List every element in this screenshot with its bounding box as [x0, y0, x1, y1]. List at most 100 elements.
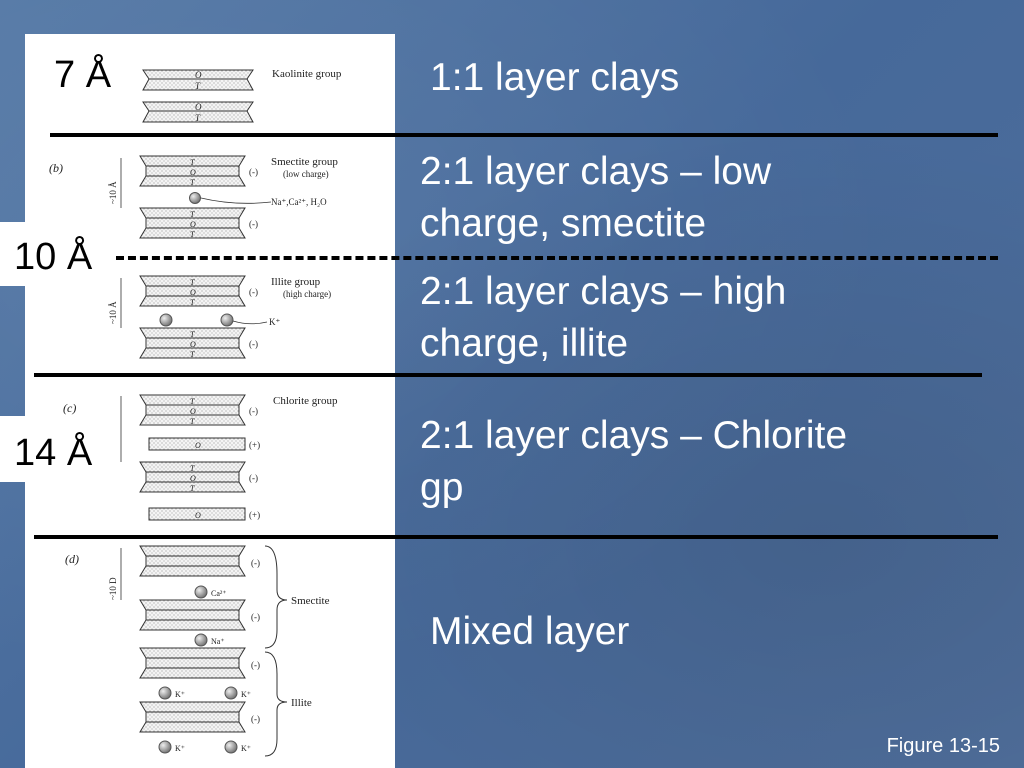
heading-chlorite-line1: 2:1 layer clays – Chlorite [420, 414, 848, 457]
potassium-ion-icon [158, 740, 172, 754]
clay-structure-diagram: O T O T Kaolinite group (b) Smectite gro… [49, 68, 342, 757]
mixed-charge-2: (-) [251, 612, 260, 622]
layer-t: T [195, 81, 201, 91]
svg-text:O: O [195, 511, 201, 520]
mixed-tot-4 [139, 701, 246, 733]
spacing-7a-text: 7 Å [54, 54, 112, 96]
separator-rule-2 [34, 373, 982, 377]
clay-figure-panel: O T O T Kaolinite group (b) Smectite gro… [25, 34, 395, 768]
hydroxide-interlayer [148, 507, 246, 521]
svg-text:O: O [190, 288, 196, 297]
mixed-layer-structure: (d) (-) Ca²⁺ (-) Na⁺ (-) [65, 545, 330, 757]
calcium-ion-icon [194, 585, 208, 599]
separator-dashed-10a [116, 256, 998, 260]
smectite-subtitle: (low charge) [283, 169, 329, 179]
smectite-structure: (b) Smectite group (low charge) T O T (-… [49, 155, 338, 239]
potassium-ion-icon [220, 313, 234, 327]
kaolinite-structure: O T O T Kaolinite group [142, 68, 342, 123]
chlorite-tot-2: T O T [139, 461, 246, 493]
mixed-tot-3 [139, 647, 246, 679]
illite-charge-1: (-) [249, 287, 258, 297]
illite-tot-1: T O T [139, 275, 246, 307]
figure-caption: Figure 13-15 [886, 735, 1000, 757]
ion-k-label: K⁺ [175, 744, 185, 753]
layer-t: T [195, 113, 201, 123]
svg-text:O: O [190, 340, 196, 349]
heading-chlorite-line2: gp [420, 466, 464, 509]
kaolinite-layer-2: O T [142, 101, 254, 123]
illite-charge-2: (-) [249, 339, 258, 349]
smectite-spacing: ~10 Å [108, 181, 118, 204]
chlorite-title: Chlorite group [273, 395, 338, 407]
ion-na-label: Na⁺ [211, 637, 225, 646]
potassium-ion-icon [224, 686, 238, 700]
ion-k-label: K⁺ [241, 690, 251, 699]
potassium-ion-icon [224, 740, 238, 754]
smectite-tot-2: T O T [139, 207, 246, 239]
mixed-tot-2 [139, 599, 246, 631]
layer-o: O [195, 102, 202, 112]
illite-subtitle: (high charge) [283, 289, 331, 299]
illite-tot-2: T O T [139, 327, 246, 359]
illite-brace [264, 651, 288, 757]
heading-smectite-line2: charge, smectite [420, 202, 707, 245]
part-d-label: (d) [65, 552, 79, 566]
mixed-charge-3: (-) [251, 660, 260, 670]
spacing-label-14a: 14 Å [0, 416, 116, 482]
heading-illite-line1: 2:1 layer clays – high [420, 270, 787, 313]
spacing-14a-text: 14 Å [14, 432, 93, 474]
layer-o: O [195, 70, 202, 80]
ion-ca-label: Ca²⁺ [211, 589, 227, 598]
svg-text:O: O [195, 441, 201, 450]
potassium-ion-icon [159, 313, 173, 327]
smectite-interlayer: Na⁺,Ca²⁺, H₂O [271, 197, 327, 207]
chlorite-charge-pos-1: (+) [249, 440, 260, 450]
illite-title: Illite group [271, 276, 321, 288]
svg-text:O: O [190, 407, 196, 416]
chlorite-charge-neg-2: (-) [249, 473, 258, 483]
chlorite-charge-neg-1: (-) [249, 406, 258, 416]
chlorite-charge-pos-2: (+) [249, 510, 260, 520]
svg-text:T: T [190, 397, 195, 406]
illite-interlayer: K⁺ [269, 317, 280, 327]
heading-chlorite: 2:1 layer clays – Chlorite gp [420, 410, 847, 514]
kaolinite-title: Kaolinite group [272, 68, 342, 80]
illite-spacing: ~10 Å [108, 301, 118, 324]
svg-text:T: T [190, 464, 195, 473]
svg-text:T: T [190, 298, 195, 307]
heading-kaolinite: 1:1 layer clays [430, 52, 679, 104]
mixed-spacing: ~10 D [108, 577, 118, 600]
svg-text:T: T [190, 178, 195, 187]
svg-text:T: T [190, 484, 195, 493]
interlayer-cation-icon [189, 192, 201, 204]
ion-k-label: K⁺ [175, 690, 185, 699]
smectite-charge-1: (-) [249, 167, 258, 177]
svg-text:T: T [190, 278, 195, 287]
separator-rule-3 [34, 535, 998, 539]
brace-smectite-label: Smectite [291, 595, 330, 607]
spacing-label-7a: 7 Å [50, 52, 122, 100]
mixed-charge-1: (-) [251, 558, 260, 568]
heading-mixed: Mixed layer [430, 606, 629, 658]
potassium-ion-icon [158, 686, 172, 700]
ion-k-label: K⁺ [241, 744, 251, 753]
heading-illite: 2:1 layer clays – high charge, illite [420, 266, 786, 370]
brace-illite-label: Illite [291, 697, 312, 709]
svg-text:T: T [190, 417, 195, 426]
heading-illite-line2: charge, illite [420, 322, 629, 365]
part-c-label: (c) [63, 401, 76, 415]
mixed-charge-4: (-) [251, 714, 260, 724]
svg-text:T: T [190, 330, 195, 339]
svg-text:T: T [190, 210, 195, 219]
heading-kaolinite-text: 1:1 layer clays [430, 56, 680, 99]
spacing-10a-text: 10 Å [14, 236, 93, 278]
illite-structure: Illite group (high charge) T O T (-) K⁺ … [108, 275, 331, 359]
svg-text:T: T [190, 350, 195, 359]
svg-text:T: T [190, 158, 195, 167]
smectite-charge-2: (-) [249, 219, 258, 229]
hydroxide-interlayer [148, 437, 246, 451]
svg-text:O: O [190, 168, 196, 177]
chlorite-structure: (c) Chlorite group T O T (-) O (+) T O T [63, 394, 338, 521]
heading-smectite: 2:1 layer clays – low charge, smectite [420, 146, 771, 250]
kaolinite-layer-1: O T [142, 69, 254, 91]
